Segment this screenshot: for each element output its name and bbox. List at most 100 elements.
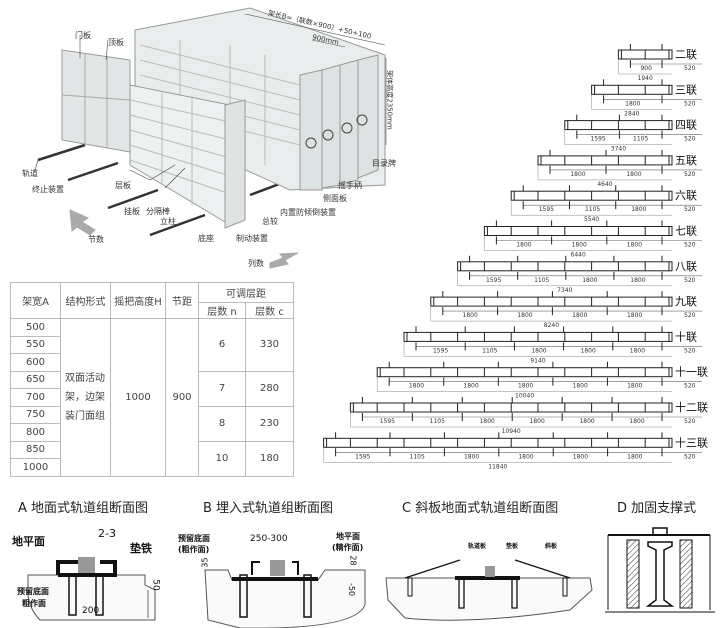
a-width-label: 200 — [82, 606, 100, 616]
label-anti-tip-device: 内置防倾倒装置 — [280, 208, 336, 217]
layout-end-label: 520 — [684, 418, 696, 425]
layout-bar — [617, 49, 673, 60]
layout-dim-label: 1800 — [627, 242, 642, 249]
b-ground-label: 地平面 — [336, 532, 360, 541]
layout-end-label: 520 — [684, 171, 696, 178]
label-side-panel: 侧面板 — [323, 194, 347, 203]
a-ground-label: 地平面 — [12, 535, 45, 548]
layout-name-label: 九联 — [675, 295, 697, 308]
layout-dim-label: 1105 — [534, 277, 549, 284]
a-shim-label: 垫铁 — [130, 542, 152, 555]
structure-cell: 双面活动架，边架装门面组 — [60, 318, 111, 477]
layout-dim-label: 1800 — [573, 383, 588, 390]
a-depth-label: 50 — [150, 579, 161, 591]
section-b-drawing — [204, 560, 366, 628]
layout-dim-label: 1800 — [572, 242, 587, 249]
c-rail-plate-label: 轨道板 — [468, 543, 487, 550]
layout-dim-label: 1800 — [463, 312, 478, 319]
label-height: 架体高度2350mm — [385, 70, 394, 130]
a-gap-label: 2-3 — [98, 527, 116, 540]
label-crank-handle: 摇手柄 — [338, 181, 362, 190]
layout-name-label: 六联 — [675, 189, 697, 202]
structure-line: 架，边架 — [65, 391, 105, 403]
label-stop-device: 终止装置 — [32, 185, 64, 194]
pitch-cell: 900 — [165, 318, 199, 477]
layout-dim-label: 1595 — [590, 136, 605, 143]
layout-total-label: 9140 — [530, 357, 545, 364]
layout-end-label: 520 — [684, 100, 696, 107]
layout-total-label: 4640 — [597, 181, 612, 188]
width-cell: 1000 — [10, 458, 61, 477]
layout-dim-label: 1800 — [581, 347, 596, 354]
label-columns: 列数 — [248, 259, 264, 268]
layout-dim-label: 900 — [640, 65, 652, 72]
layout-dim-label: 1595 — [380, 418, 395, 425]
end-panel — [224, 99, 246, 229]
section-a-title: A 地面式轨道组断面图 — [18, 501, 149, 516]
b-h2-label: 28 — [348, 555, 358, 566]
layout-bar — [457, 261, 673, 272]
width-cell: 750 — [10, 405, 61, 424]
layout-dim-label: 1800 — [579, 418, 594, 425]
layers-n-cell: 10 — [198, 440, 246, 477]
layout-total-label: 10040 — [515, 393, 534, 400]
layout-dim-label: 1595 — [355, 453, 370, 460]
label-sections: 节数 — [88, 235, 104, 244]
leader-lines — [34, 35, 186, 189]
b-fine-label: (精作面) — [332, 543, 364, 552]
layout-dim-label: 1800 — [517, 312, 532, 319]
width-cell: 500 — [10, 318, 61, 337]
layout-dim-label: 1800 — [631, 206, 646, 213]
section-c-drawing — [385, 559, 593, 621]
layout-bar — [349, 402, 673, 413]
layout-total-label: 2840 — [624, 110, 639, 117]
layout-bar — [591, 84, 673, 95]
layout-name-label: 二联 — [675, 48, 697, 61]
dimension-lines — [244, 13, 387, 145]
layers-c-cell: 230 — [245, 405, 294, 442]
label-rail: 轨道 — [22, 169, 38, 178]
layout-name-label: 五联 — [675, 154, 697, 167]
crank-height-cell: 1000 — [110, 318, 166, 477]
section-d-title: D 加固支撑式 — [617, 501, 697, 516]
direction-arrows — [69, 209, 299, 269]
layout-total-label: 11840 — [488, 463, 507, 470]
layout-name-label: 七联 — [675, 225, 697, 238]
layout-total-label: 10940 — [502, 428, 521, 435]
layout-dim-label: 1800 — [572, 312, 587, 319]
layout-name-label: 十三联 — [675, 435, 708, 449]
layout-dim-label: 1800 — [570, 171, 585, 178]
layout-dim-label: 1800 — [531, 347, 546, 354]
mobile-shelving-drawing — [34, 7, 387, 269]
layout-dim-label: 1105 — [482, 347, 497, 354]
layout-name-label: 十联 — [675, 329, 697, 343]
door-panels — [61, 49, 131, 153]
c-pad-label: 垫板 — [506, 543, 519, 550]
header-crank-height: 摇把高度H — [110, 282, 166, 319]
b-width-label: 250-300 — [250, 534, 288, 544]
layout-dim-label: 1800 — [530, 418, 545, 425]
layers-c-cell: 280 — [245, 370, 294, 407]
layout-dim-label: 1105 — [633, 136, 648, 143]
layout-dim-label: 1105 — [430, 418, 445, 425]
layout-bar — [323, 437, 673, 448]
layout-dim-label: 1595 — [486, 277, 501, 284]
width-cell: 700 — [10, 388, 61, 407]
layout-name-label: 八联 — [675, 260, 697, 273]
label-base: 底座 — [198, 234, 214, 243]
label-shelf-board: 层板 — [115, 181, 131, 190]
header-structure: 结构形式 — [60, 282, 111, 319]
label-hang-board: 挂板 — [124, 207, 140, 216]
width-cell: 800 — [10, 423, 61, 442]
spec-table: 架宽A 结构形式 摇把高度H 节距 可调层距 层数 n 层数 c 500 双面活… — [10, 282, 294, 477]
layers-c-cell: 330 — [245, 318, 294, 372]
width-cell: 550 — [10, 335, 61, 354]
section-b-title: B 埋入式轨道组断面图 — [203, 501, 334, 516]
layout-bar — [537, 155, 673, 166]
section-a-drawing — [27, 557, 156, 621]
width-cell: 850 — [10, 440, 61, 459]
layout-end-label: 520 — [684, 347, 696, 354]
layout-end-label: 520 — [684, 206, 696, 213]
layout-end-label: 520 — [684, 136, 696, 143]
a-reserved-label: 预留底面 — [17, 587, 49, 596]
